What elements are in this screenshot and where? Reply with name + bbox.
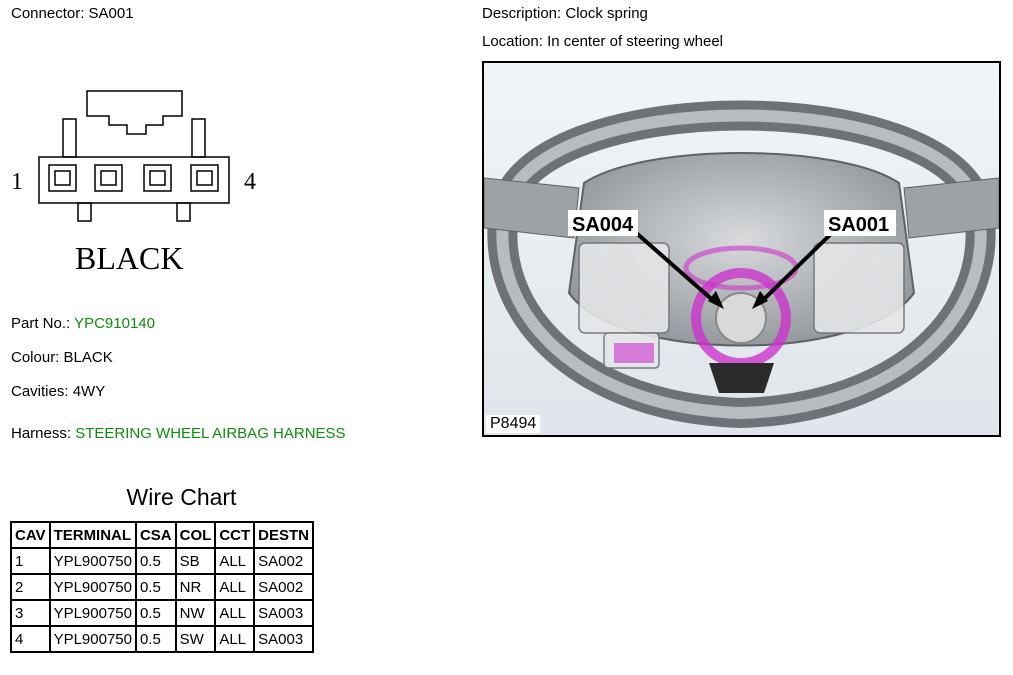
part-no-line: Part No.: YPC910140: [11, 315, 155, 332]
cell-cav: 3: [10, 599, 51, 627]
cell-destn: SA002: [253, 573, 314, 601]
connector-body: [38, 156, 230, 204]
top-post-left: [62, 118, 77, 158]
connector-face-diagram: 1 4 BLACK: [11, 90, 256, 276]
table-row: 2 YPL900750 0.5 NR ALL SA002: [10, 573, 314, 601]
wire-chart-title: Wire Chart: [126, 484, 237, 510]
cell-terminal: YPL900750: [48, 547, 137, 575]
table-row: 4 YPL900750 0.5 SW ALL SA003: [10, 625, 314, 653]
arrow-head-right: [752, 291, 768, 309]
cavity-3: [143, 164, 172, 192]
callout-sa001: SA001: [828, 214, 889, 236]
col-header-csa: CSA: [134, 521, 177, 549]
callout-box-left: [568, 210, 638, 236]
cell-col: NR: [174, 573, 217, 601]
col-header-destn: DESTN: [253, 521, 314, 549]
col-header-terminal: TERMINAL: [48, 521, 137, 549]
cell-csa: 0.5: [134, 599, 177, 627]
image-reference-label: P8494: [486, 415, 541, 433]
cell-col: SW: [174, 625, 217, 653]
cell-cav: 2: [10, 573, 51, 601]
foot-left: [77, 202, 92, 222]
foot-right: [176, 202, 191, 222]
part-no-label: Part No.:: [11, 315, 71, 332]
callout-sa004: SA004: [572, 214, 634, 236]
location-label: Location:: [482, 33, 543, 50]
callout-arrows: [632, 229, 836, 305]
wire-chart-table: CAV TERMINAL CSA COL CCT DESTN 1 YPL9007…: [10, 521, 314, 653]
cell-col: SB: [174, 547, 217, 575]
top-post-right: [191, 118, 206, 158]
harness-label: Harness:: [11, 425, 72, 442]
cell-destn: SA002: [253, 547, 314, 575]
location-image: SA004 SA001 P8494: [482, 61, 1001, 437]
cavity-2: [94, 164, 123, 192]
locking-tab: [86, 90, 183, 135]
cell-cct: ALL: [214, 547, 256, 575]
cell-csa: 0.5: [134, 625, 177, 653]
cell-destn: SA003: [253, 625, 314, 653]
connector-heading: Connector: SA001: [11, 5, 134, 22]
colour-value: BLACK: [63, 349, 113, 366]
cavities-line: Cavities: 4WY: [11, 383, 105, 400]
wire-chart-header-row: CAV TERMINAL CSA COL CCT DESTN: [10, 521, 314, 549]
description-value: Clock spring: [565, 5, 648, 22]
table-row: 3 YPL900750 0.5 NW ALL SA003: [10, 599, 314, 627]
cavities-label: Cavities:: [11, 383, 69, 400]
cell-cav: 1: [10, 547, 51, 575]
harness-line: Harness: STEERING WHEEL AIRBAG HARNESS: [11, 425, 346, 442]
cell-cct: ALL: [214, 599, 256, 627]
location-value: In center of steering wheel: [547, 33, 723, 50]
cavity-1: [48, 164, 77, 192]
lower-spoke-trim: [709, 363, 774, 393]
cell-csa: 0.5: [134, 573, 177, 601]
description-line: Description: Clock spring: [482, 5, 648, 22]
col-header-cav: CAV: [10, 521, 51, 549]
cell-terminal: YPL900750: [48, 573, 137, 601]
cell-terminal: YPL900750: [48, 599, 137, 627]
connector-colour-caption: BLACK: [75, 240, 183, 276]
callout-box-right: [824, 210, 896, 236]
part-no-link[interactable]: YPC910140: [74, 315, 155, 332]
colour-line: Colour: BLACK: [11, 349, 113, 366]
description-label: Description:: [482, 5, 562, 22]
cell-cct: ALL: [214, 625, 256, 653]
col-header-col: COL: [174, 521, 217, 549]
cavities-value: 4WY: [72, 383, 106, 400]
connector-label: Connector:: [11, 5, 85, 22]
cell-csa: 0.5: [134, 547, 177, 575]
switch-modules: [578, 242, 905, 369]
cell-cct: ALL: [214, 573, 256, 601]
table-row: 1 YPL900750 0.5 SB ALL SA002: [10, 547, 314, 575]
harness-link[interactable]: STEERING WHEEL AIRBAG HARNESS: [75, 425, 346, 442]
colour-label: Colour:: [11, 349, 60, 366]
pin-label-right: 4: [244, 169, 256, 195]
steering-wheel-illustration: SA004 SA001: [484, 63, 999, 435]
cell-col: NW: [174, 599, 217, 627]
col-header-cct: CCT: [214, 521, 256, 549]
steering-wheel-rim: [487, 100, 996, 429]
cavity-4: [190, 164, 219, 192]
arrow-head-left: [708, 291, 724, 309]
cell-terminal: YPL900750: [48, 625, 137, 653]
pin-label-left: 1: [11, 169, 23, 195]
connector-value: SA001: [88, 5, 134, 22]
cell-destn: SA003: [253, 599, 314, 627]
cell-cav: 4: [10, 625, 51, 653]
location-line: Location: In center of steering wheel: [482, 33, 723, 50]
